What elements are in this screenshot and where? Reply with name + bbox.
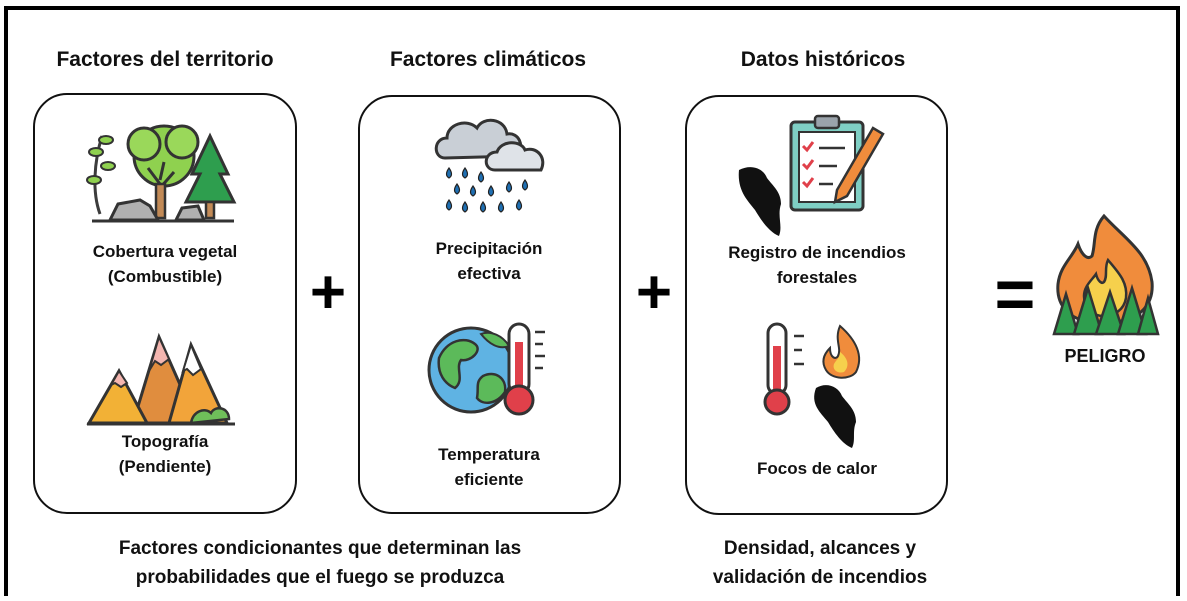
history-heading: Datos históricos	[740, 48, 906, 71]
caption-left: Factores condicionantes que determinan l…	[118, 538, 522, 588]
diagram-frame	[4, 6, 1180, 596]
label-topografia: Topografía (Pendiente)	[118, 432, 212, 476]
earth-thermometer-icon	[427, 322, 545, 416]
label-focos-calor: Focos de calor	[757, 459, 877, 478]
label-precipitacion: Precipitación efectiva	[435, 239, 543, 283]
plus-operator-2: +	[635, 258, 673, 327]
thermometer-fire-map-icon	[763, 322, 861, 448]
plus-operator-1: +	[309, 258, 347, 327]
caption-right: Densidad, alcances y validación de incen…	[712, 538, 928, 588]
history-panel	[685, 95, 948, 515]
label-peligro: PELIGRO	[1064, 346, 1146, 366]
climate-heading: Factores climáticos	[389, 48, 587, 71]
territory-heading: Factores del territorio	[56, 48, 274, 71]
mountains-icon	[86, 332, 235, 426]
equals-operator: =	[994, 255, 1036, 333]
label-temperatura: Temperatura eficiente	[438, 445, 540, 489]
label-cobertura-vegetal: Cobertura vegetal (Combustible)	[92, 242, 238, 286]
label-registro-incendios: Registro de incendios forestales	[728, 243, 906, 287]
rain-cloud-icon	[434, 118, 545, 213]
forest-fire-icon	[1052, 213, 1160, 336]
clipboard-map-icon	[738, 114, 885, 236]
forest-icon	[86, 124, 237, 223]
